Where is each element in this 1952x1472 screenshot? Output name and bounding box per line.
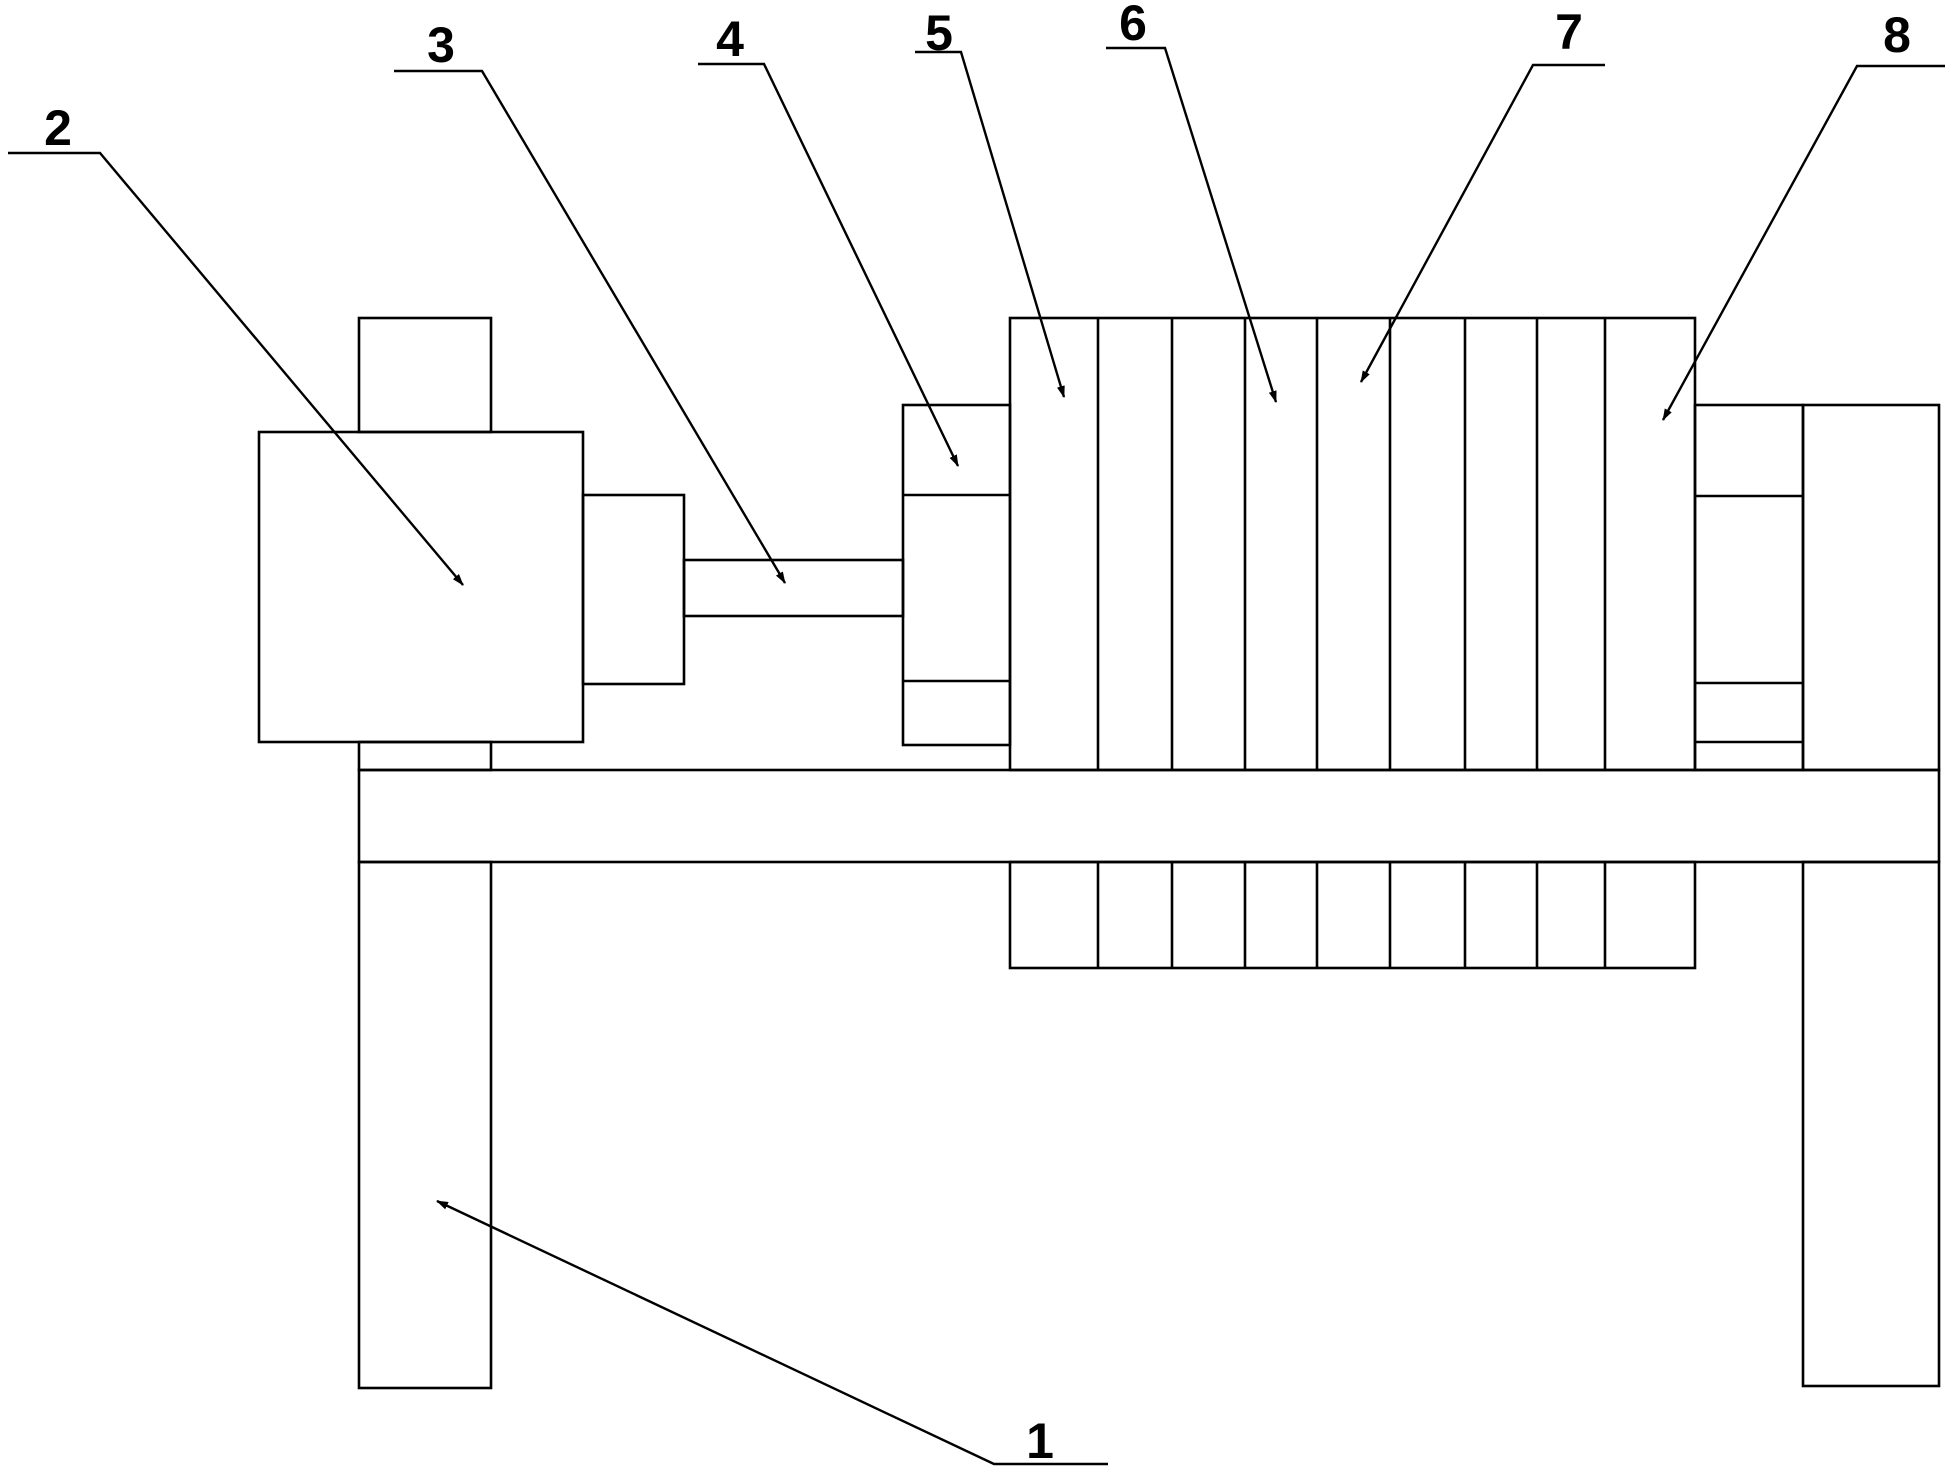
leader-6 (1106, 46, 1278, 403)
leader-8 (1661, 64, 1945, 421)
tail-block-outline (1693, 403, 1805, 772)
motor (257, 430, 686, 744)
frame (357, 316, 1941, 1390)
callout-5: 5 (925, 5, 953, 61)
callout-1: 1 (1026, 1413, 1054, 1469)
plate-stack-lower (1008, 860, 1697, 970)
drive-shaft (682, 558, 905, 618)
motor-flange (581, 493, 686, 686)
callout-4: 4 (716, 11, 744, 67)
left-post-upper (357, 316, 493, 434)
left-leg (357, 860, 493, 1390)
beam (357, 768, 1941, 864)
right-leg (1801, 860, 1941, 1388)
motor-body (257, 430, 585, 744)
callout-3: 3 (427, 17, 455, 73)
leader-1 (436, 1199, 1108, 1466)
leader-4 (698, 62, 960, 467)
plate-stack-upper (1008, 316, 1697, 772)
plate-stack (1008, 316, 1697, 970)
leader-lines (8, 46, 1945, 1466)
leader-3 (394, 69, 787, 584)
plate-dividers (1096, 318, 1607, 968)
leader-7 (1359, 63, 1605, 383)
head-block-outline (901, 403, 1012, 747)
callout-labels: 1 2 3 4 5 6 7 8 (44, 0, 1911, 1469)
left-post-middle (357, 740, 493, 772)
leader-2 (8, 151, 464, 586)
leader-5 (915, 50, 1066, 398)
callout-7: 7 (1555, 4, 1583, 60)
callout-2: 2 (44, 100, 72, 156)
callout-8: 8 (1883, 7, 1911, 63)
callout-6: 6 (1119, 0, 1147, 51)
head-block (901, 403, 1012, 747)
right-post-upper (1801, 403, 1941, 772)
tail-block (1693, 403, 1805, 772)
